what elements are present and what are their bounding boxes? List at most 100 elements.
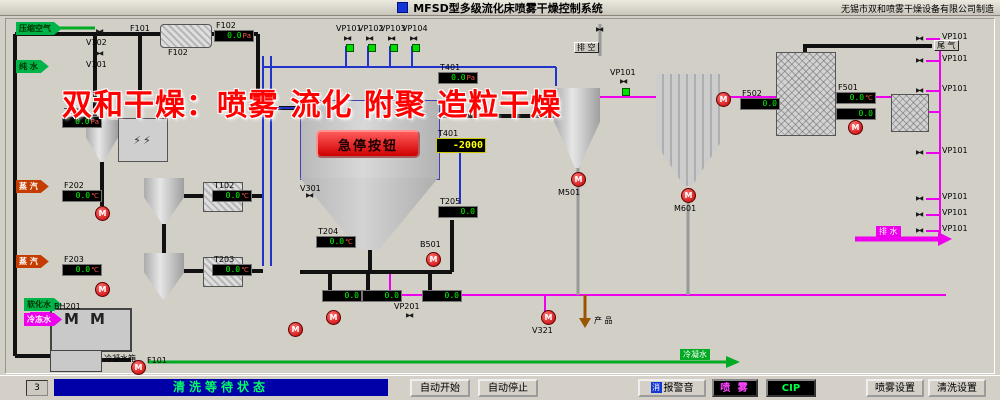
equipment-label-冷凝水箱: 冷凝水箱 bbox=[104, 354, 136, 363]
valve-icon[interactable]: ▶◀ bbox=[410, 35, 417, 42]
company-name: 无锡市双和喷雾干燥设备有限公司制造 bbox=[840, 5, 994, 15]
emergency-stop-button[interactable]: 急停按钮 bbox=[316, 130, 420, 158]
equipment-label-V301: V301 bbox=[300, 184, 321, 193]
equipment-label-VP102: VP102 bbox=[358, 24, 384, 33]
valve-icon[interactable]: ▶◀ bbox=[96, 50, 103, 57]
valve-icon[interactable]: ▶◀ bbox=[344, 35, 351, 42]
motor-icon[interactable]: M bbox=[681, 188, 696, 203]
display-label-T102: T102 bbox=[214, 181, 235, 190]
pipe-tag-排 水: 排 水 bbox=[876, 226, 901, 237]
motor-icon[interactable]: M bbox=[95, 206, 110, 221]
equipment-label-V102: V102 bbox=[86, 38, 107, 47]
status-indicator bbox=[390, 44, 398, 52]
spray-button[interactable]: 喷 雾 bbox=[712, 379, 758, 397]
auto-start-button[interactable]: 自动开始 bbox=[410, 379, 470, 397]
condensate-tank bbox=[50, 350, 102, 372]
equipment-label-VP101: VP101 bbox=[942, 32, 968, 41]
pipes-product bbox=[579, 295, 591, 328]
equipment-label-尾 气: 尾 气 bbox=[934, 40, 959, 51]
numeric-display-F501: 0.0℃ bbox=[836, 92, 876, 104]
motor-icon[interactable]: M bbox=[716, 92, 731, 107]
bag-filter-icon: ⚡⚡ bbox=[118, 118, 168, 162]
equipment-label-M501: M501 bbox=[558, 188, 581, 197]
pipe-tag-冷凝水: 冷凝水 bbox=[680, 349, 710, 360]
equipment-label-M601: M601 bbox=[674, 204, 697, 213]
valve-icon[interactable]: ▶◀ bbox=[916, 35, 923, 42]
valve-icon[interactable]: ▶◀ bbox=[366, 35, 373, 42]
feed-arrow-软化水: 软化水 bbox=[24, 298, 62, 311]
equipment-label-VP101: VP101 bbox=[942, 192, 968, 201]
numeric-display-T201: 0.0Pa bbox=[62, 116, 102, 128]
spray-settings-button[interactable]: 喷雾设置 bbox=[866, 379, 924, 397]
motor-icon[interactable]: M bbox=[326, 310, 341, 325]
agitator-icon: M bbox=[64, 310, 79, 328]
exhaust-filter-icon bbox=[891, 94, 929, 132]
feed-arrow-冷冻水: 冷冻水 bbox=[24, 313, 62, 326]
display-label-F202: F202 bbox=[64, 181, 84, 190]
display-label-T401: T401 bbox=[438, 129, 459, 138]
equipment-label-VP101: VP101 bbox=[942, 84, 968, 93]
feed-arrow-压缩空气: 压缩空气 bbox=[16, 22, 62, 35]
condenser-icon bbox=[776, 52, 836, 136]
valve-icon[interactable]: ▶◀ bbox=[96, 28, 103, 35]
display-label-F501: F501 bbox=[838, 83, 858, 92]
display-label-T205: T205 bbox=[440, 197, 461, 206]
mixing-tank-BH201 bbox=[50, 308, 132, 352]
pipes-gray bbox=[576, 24, 690, 295]
status-message: 清洗等待状态 bbox=[54, 379, 388, 396]
numeric-display-15: 0.0 bbox=[836, 108, 876, 120]
numeric-display-T204: 0.0℃ bbox=[316, 236, 356, 248]
numeric-display-F102: 0.0Pa bbox=[214, 30, 254, 42]
auto-stop-button[interactable]: 自动停止 bbox=[478, 379, 538, 397]
motor-icon[interactable]: M bbox=[131, 360, 146, 375]
status-indicator bbox=[412, 44, 420, 52]
equipment-label-V321: V321 bbox=[532, 326, 553, 335]
equipment-label-产 品: 产 品 bbox=[594, 316, 613, 325]
numeric-display-T401: -2000 bbox=[436, 138, 486, 153]
pipes-blue bbox=[262, 46, 557, 266]
numeric-display-F203: 0.0℃ bbox=[62, 264, 102, 276]
status-bar: 3 清洗等待状态 自动开始 自动停止 消报警音 喷 雾 CIP 喷雾设置 清洗设… bbox=[0, 375, 1000, 400]
valve-icon[interactable]: ▶◀ bbox=[916, 149, 923, 156]
motor-icon[interactable]: M bbox=[95, 282, 110, 297]
motor-icon[interactable]: M bbox=[541, 310, 556, 325]
window-icon bbox=[397, 2, 409, 13]
equipment-label-排 空: 排 空 bbox=[574, 42, 599, 53]
valve-icon[interactable]: ▶◀ bbox=[916, 227, 923, 234]
display-label-T203: T203 bbox=[214, 255, 235, 264]
equipment-label-VP103: VP103 bbox=[380, 24, 406, 33]
motor-icon[interactable]: M bbox=[288, 322, 303, 337]
feed-arrow-蒸 汽: 蒸 汽 bbox=[16, 180, 49, 193]
numeric-display-F502: 0.0 bbox=[740, 98, 780, 110]
valve-icon[interactable]: ▶◀ bbox=[388, 35, 395, 42]
valve-icon[interactable]: ▶◀ bbox=[596, 26, 603, 33]
valve-icon[interactable]: ▶◀ bbox=[916, 195, 923, 202]
equipment-label-F101: F101 bbox=[130, 24, 150, 33]
mute-alarm-button[interactable]: 消报警音 bbox=[638, 379, 706, 397]
valve-icon[interactable]: ▶◀ bbox=[406, 312, 413, 319]
motor-icon[interactable]: M bbox=[848, 120, 863, 135]
valve-icon[interactable]: ▶◀ bbox=[916, 211, 923, 218]
valve-icon[interactable]: ▶◀ bbox=[916, 57, 923, 64]
motor-icon[interactable]: M bbox=[426, 252, 441, 267]
agitator-icon: M bbox=[90, 310, 105, 328]
equipment-label-VP101: VP101 bbox=[336, 24, 362, 33]
clean-settings-button[interactable]: 清洗设置 bbox=[928, 379, 986, 397]
status-indicator bbox=[368, 44, 376, 52]
valve-icon[interactable]: ▶◀ bbox=[916, 87, 923, 94]
display-label-T401: T401 bbox=[440, 63, 461, 72]
equipment-label-VP104: VP104 bbox=[402, 24, 428, 33]
equipment-label-VP101: VP101 bbox=[942, 146, 968, 155]
page-counter[interactable]: 3 bbox=[26, 380, 48, 396]
feed-arrow-纯 水: 纯 水 bbox=[16, 60, 49, 73]
mute-icon: 消 bbox=[650, 382, 662, 393]
motor-icon[interactable]: M bbox=[571, 172, 586, 187]
valve-icon[interactable]: ▶◀ bbox=[306, 192, 313, 199]
numeric-display-T205: 0.0 bbox=[438, 206, 478, 218]
equipment-label-VP101: VP101 bbox=[610, 68, 636, 77]
pipes-black bbox=[13, 32, 932, 362]
status-indicator bbox=[346, 44, 354, 52]
valve-icon[interactable]: ▶◀ bbox=[620, 78, 627, 85]
cip-button[interactable]: CIP bbox=[766, 379, 816, 397]
